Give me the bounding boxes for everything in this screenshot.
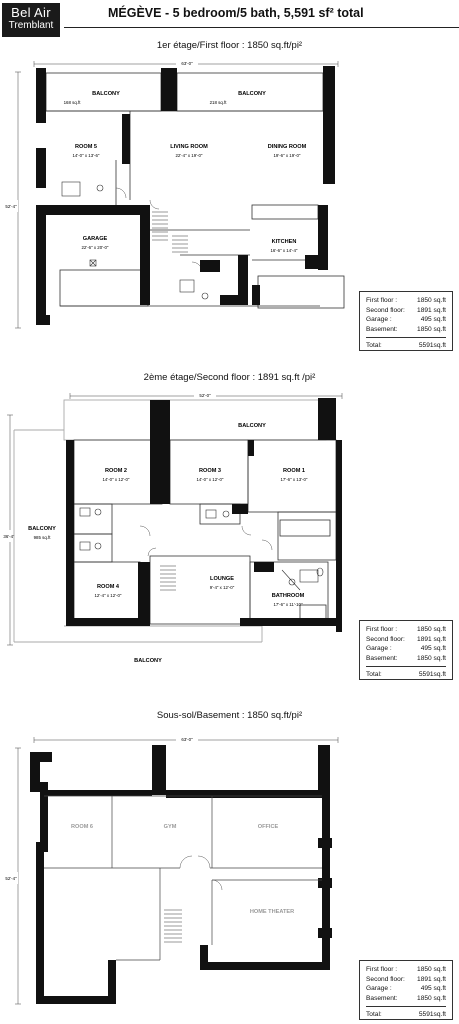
area-total-row: Total: 5591sq.ft bbox=[366, 337, 446, 351]
area-summary-basement: First floor : 1850 sq.ft Second floor: 189… bbox=[359, 960, 453, 1020]
room-label: HOME THEATER bbox=[250, 909, 294, 915]
area-value: 1850 sq.ft bbox=[417, 654, 446, 662]
area-summary-first: First floor : 1850 sq.ft Second floor: 189… bbox=[359, 291, 453, 351]
room-label: BALCONY bbox=[238, 91, 266, 97]
area-row: Basement: 1850 sq.ft bbox=[366, 325, 446, 335]
area-value: 1891 sq.ft bbox=[417, 635, 446, 643]
area-total-row: Total: 5591sq.ft bbox=[366, 666, 446, 680]
second-width-dim: 52'-0" bbox=[199, 393, 211, 398]
area-total-value: 5591sq.ft bbox=[418, 342, 446, 349]
room-dims: 22'-4" x 19'-0" bbox=[175, 153, 202, 158]
room-dims: 9'-4" x 12'-0" bbox=[210, 585, 235, 590]
basement-title: Sous-sol/Basement : 1850 sq.ft/pi² bbox=[156, 710, 303, 721]
area-row: First floor : 1850 sq.ft bbox=[366, 965, 446, 975]
area-label: Garage : bbox=[366, 645, 392, 652]
bel-air-logo: Bel Air Tremblant bbox=[2, 3, 60, 37]
area-total-value: 5591sq.ft bbox=[418, 671, 446, 678]
area-total-row: Total: 5591sq.ft bbox=[366, 1006, 446, 1020]
area-value: 1891 sq.ft bbox=[417, 306, 446, 314]
area-summary-second: First floor : 1850 sq.ft Second floor: 189… bbox=[359, 620, 453, 680]
area-row: Second floor: 1891 sq.ft bbox=[366, 635, 446, 645]
area-label: Basement: bbox=[366, 325, 398, 333]
room-label: BALCONY bbox=[92, 91, 120, 97]
area-row: First floor : 1850 sq.ft bbox=[366, 625, 446, 635]
room-dims: 22'-6" x 20'-0" bbox=[81, 245, 108, 250]
area-value: 495 sq.ft bbox=[420, 316, 446, 323]
first-width-dim: 63'-0" bbox=[181, 61, 193, 66]
area-value: 495 sq.ft bbox=[420, 985, 446, 992]
room-dims: 19'-6" x 19'-0" bbox=[273, 153, 300, 158]
room-label: ROOM 2 bbox=[105, 468, 127, 474]
area-row: Basement: 1850 sq.ft bbox=[366, 994, 446, 1004]
area-label: Second floor: bbox=[366, 635, 405, 643]
area-row: Second floor: 1891 sq.ft bbox=[366, 975, 446, 985]
area-value: 1891 sq.ft bbox=[417, 975, 446, 983]
room-dims: 17'-6" x 13'-0" bbox=[280, 477, 307, 482]
second-height-dim: 36'-4" bbox=[3, 534, 15, 539]
room-label: BATHROOM bbox=[272, 593, 305, 599]
area-total-value: 5591sq.ft bbox=[418, 1011, 446, 1018]
first-floor-plan: 63'-0" 52'-4" bbox=[4, 59, 345, 329]
area-label: Basement: bbox=[366, 994, 398, 1002]
second-floor-plan: 52'-0" 36'-4" bbox=[3, 393, 343, 664]
room-dims: 17'-6" x 11'-10" bbox=[273, 602, 303, 607]
area-label: Basement: bbox=[366, 654, 398, 662]
logo-line-2: Tremblant bbox=[8, 20, 54, 31]
room-area: 985 sq.ft bbox=[34, 535, 52, 540]
room-dims: 14'-0" x 13'-6" bbox=[72, 153, 99, 158]
room-label: ROOM 6 bbox=[71, 824, 93, 830]
page-title: MÉGÈVE - 5 bedroom/5 bath, 5,591 sf² tot… bbox=[108, 6, 364, 20]
room-label: KITCHEN bbox=[272, 239, 297, 245]
area-row: Basement: 1850 sq.ft bbox=[366, 654, 446, 664]
room-label: BALCONY bbox=[28, 526, 56, 532]
area-label: Second floor: bbox=[366, 975, 405, 983]
room-dims: 14'-0" x 12'-0" bbox=[196, 477, 223, 482]
basement-width-dim: 63'-0" bbox=[181, 737, 193, 742]
area-label: First floor : bbox=[366, 297, 398, 304]
area-total-label: Total: bbox=[366, 671, 382, 678]
area-row: Garage : 495 sq.ft bbox=[366, 984, 446, 994]
area-label: First floor : bbox=[366, 626, 398, 633]
room-label: BALCONY bbox=[238, 423, 266, 429]
area-row: Garage : 495 sq.ft bbox=[366, 644, 446, 654]
area-row: Garage : 495 sq.ft bbox=[366, 315, 446, 325]
room-label: LOUNGE bbox=[210, 576, 234, 582]
area-value: 1850 sq.ft bbox=[417, 966, 446, 973]
first-height-dim: 52'-4" bbox=[5, 204, 17, 209]
area-value: 1850 sq.ft bbox=[417, 994, 446, 1002]
logo-line-1: Bel Air bbox=[11, 5, 51, 20]
room-label: OFFICE bbox=[258, 824, 279, 830]
room-label: DINING ROOM bbox=[268, 144, 307, 150]
room-label: ROOM 4 bbox=[97, 584, 120, 590]
basement-height-dim: 52'-4" bbox=[5, 876, 17, 881]
room-dims: 16'-6" x 14'-4" bbox=[270, 248, 297, 253]
room-label: GARAGE bbox=[83, 236, 108, 242]
room-area: 168 sq.ft bbox=[64, 100, 82, 105]
room-dims: 12'-4" x 12'-0" bbox=[94, 593, 121, 598]
area-value: 495 sq.ft bbox=[420, 645, 446, 652]
area-label: Garage : bbox=[366, 316, 392, 323]
room-label: GYM bbox=[164, 824, 177, 830]
area-total-label: Total: bbox=[366, 342, 382, 349]
area-value: 1850 sq.ft bbox=[417, 325, 446, 333]
area-row: Second floor: 1891 sq.ft bbox=[366, 306, 446, 316]
second-floor-title: 2ème étage/Second floor : 1891 sq.ft /pi… bbox=[143, 372, 316, 383]
room-label: LIVING ROOM bbox=[170, 144, 208, 150]
area-row: First floor : 1850 sq.ft bbox=[366, 296, 446, 306]
room-dims: 14'-0" x 12'-0" bbox=[102, 477, 129, 482]
room-label: BALCONY bbox=[134, 658, 162, 664]
area-value: 1850 sq.ft bbox=[417, 297, 446, 304]
room-label: ROOM 1 bbox=[283, 468, 305, 474]
area-value: 1850 sq.ft bbox=[417, 626, 446, 633]
first-floor-title: 1er étage/First floor : 1850 sq.ft/pi² bbox=[156, 40, 303, 51]
area-total-label: Total: bbox=[366, 1011, 382, 1018]
area-label: Second floor: bbox=[366, 306, 405, 314]
header-divider bbox=[64, 27, 459, 28]
area-label: First floor : bbox=[366, 966, 398, 973]
room-label: ROOM 3 bbox=[199, 468, 221, 474]
room-area: 218 sq.ft bbox=[210, 100, 228, 105]
room-label: ROOM 5 bbox=[75, 144, 97, 150]
area-label: Garage : bbox=[366, 985, 392, 992]
